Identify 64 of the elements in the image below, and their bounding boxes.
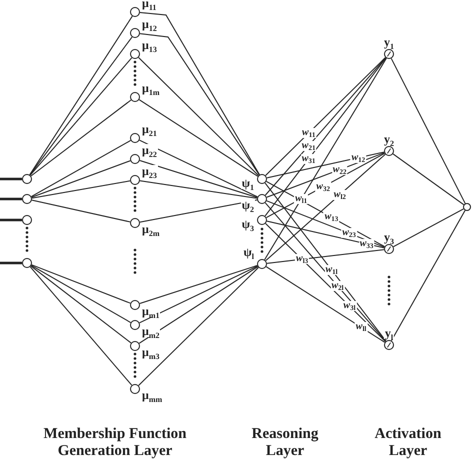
input-line — [0, 218, 22, 222]
connection-line — [265, 57, 386, 176]
connection-line — [264, 58, 387, 260]
weight-label: w$_{23}$ — [341, 228, 357, 238]
layer-title: Reasoning Layer — [250, 426, 320, 460]
weight-label: w$_{31}$ — [300, 154, 316, 164]
weight-label: w$_{1l}$ — [324, 264, 339, 275]
weight-label: w$_{l2}$ — [332, 190, 347, 200]
layer-title: Membership Function Generation Layer — [42, 426, 188, 460]
connection-line — [139, 140, 258, 198]
connection-line — [265, 223, 386, 342]
connection-line — [30, 57, 132, 176]
weight-label: w$_{32}$ — [315, 182, 331, 192]
weight-label: w$_{2l}$ — [330, 280, 345, 291]
neuron-label: μ$_{11}$ — [141, 0, 158, 9]
connection-line — [139, 199, 258, 223]
connection-line — [30, 266, 132, 386]
weight-label: w$_{33}$ — [358, 238, 374, 249]
input-line — [0, 198, 22, 200]
connection-line — [392, 153, 464, 206]
connection-line — [138, 99, 258, 177]
weight-label: w$_{11}$ — [301, 128, 316, 138]
connection-line — [31, 160, 131, 198]
input-line — [0, 178, 22, 180]
connection-line — [31, 180, 131, 199]
connection-line — [266, 152, 386, 218]
layer-title: Activation Layer — [374, 426, 442, 460]
connection-line — [138, 57, 259, 176]
weight-label: w$_{ll}$ — [354, 322, 368, 332]
connection-line — [139, 266, 258, 324]
connection-line — [266, 200, 385, 248]
connection-line — [139, 180, 258, 199]
connection-line — [30, 266, 132, 344]
connection-line — [30, 100, 132, 176]
connection-line — [138, 267, 259, 386]
connection-line — [265, 154, 386, 262]
input-line — [0, 262, 22, 264]
neuron-label: ψ$_{1}$ — [240, 177, 255, 189]
connection-line — [390, 58, 466, 204]
weight-label: w$_{3l}$ — [342, 301, 357, 312]
neuron-label: μ$_{22}$ — [141, 144, 158, 156]
connection-line — [266, 152, 385, 178]
weight-label: w$_{l1}$ — [294, 194, 308, 204]
neuron-label: ψ$_{l}$ — [242, 246, 255, 258]
weight-label: w$_{22}$ — [332, 164, 348, 175]
connection-line — [390, 210, 466, 342]
neuron-label: μ$_{23}$ — [141, 165, 158, 177]
connection-line — [30, 140, 132, 198]
connection-line — [138, 266, 258, 344]
connection-line — [31, 200, 131, 222]
neuron-label: ψ$_{3}$ — [240, 218, 255, 230]
weight-label: w$_{21}$ — [300, 140, 316, 151]
connection-line — [31, 264, 131, 304]
neuron-label: ψ$_{2}$ — [240, 199, 255, 211]
connection-line — [266, 249, 385, 264]
connection-line — [139, 160, 258, 198]
connection-line — [266, 266, 386, 343]
weight-label: w$_{l3}$ — [295, 254, 310, 264]
connection-line — [139, 265, 258, 304]
weight-label: w$_{12}$ — [350, 152, 366, 163]
connection-line — [266, 220, 385, 248]
connection-line — [392, 208, 464, 248]
weight-label: w$_{13}$ — [324, 212, 340, 222]
connection-line — [30, 265, 132, 323]
